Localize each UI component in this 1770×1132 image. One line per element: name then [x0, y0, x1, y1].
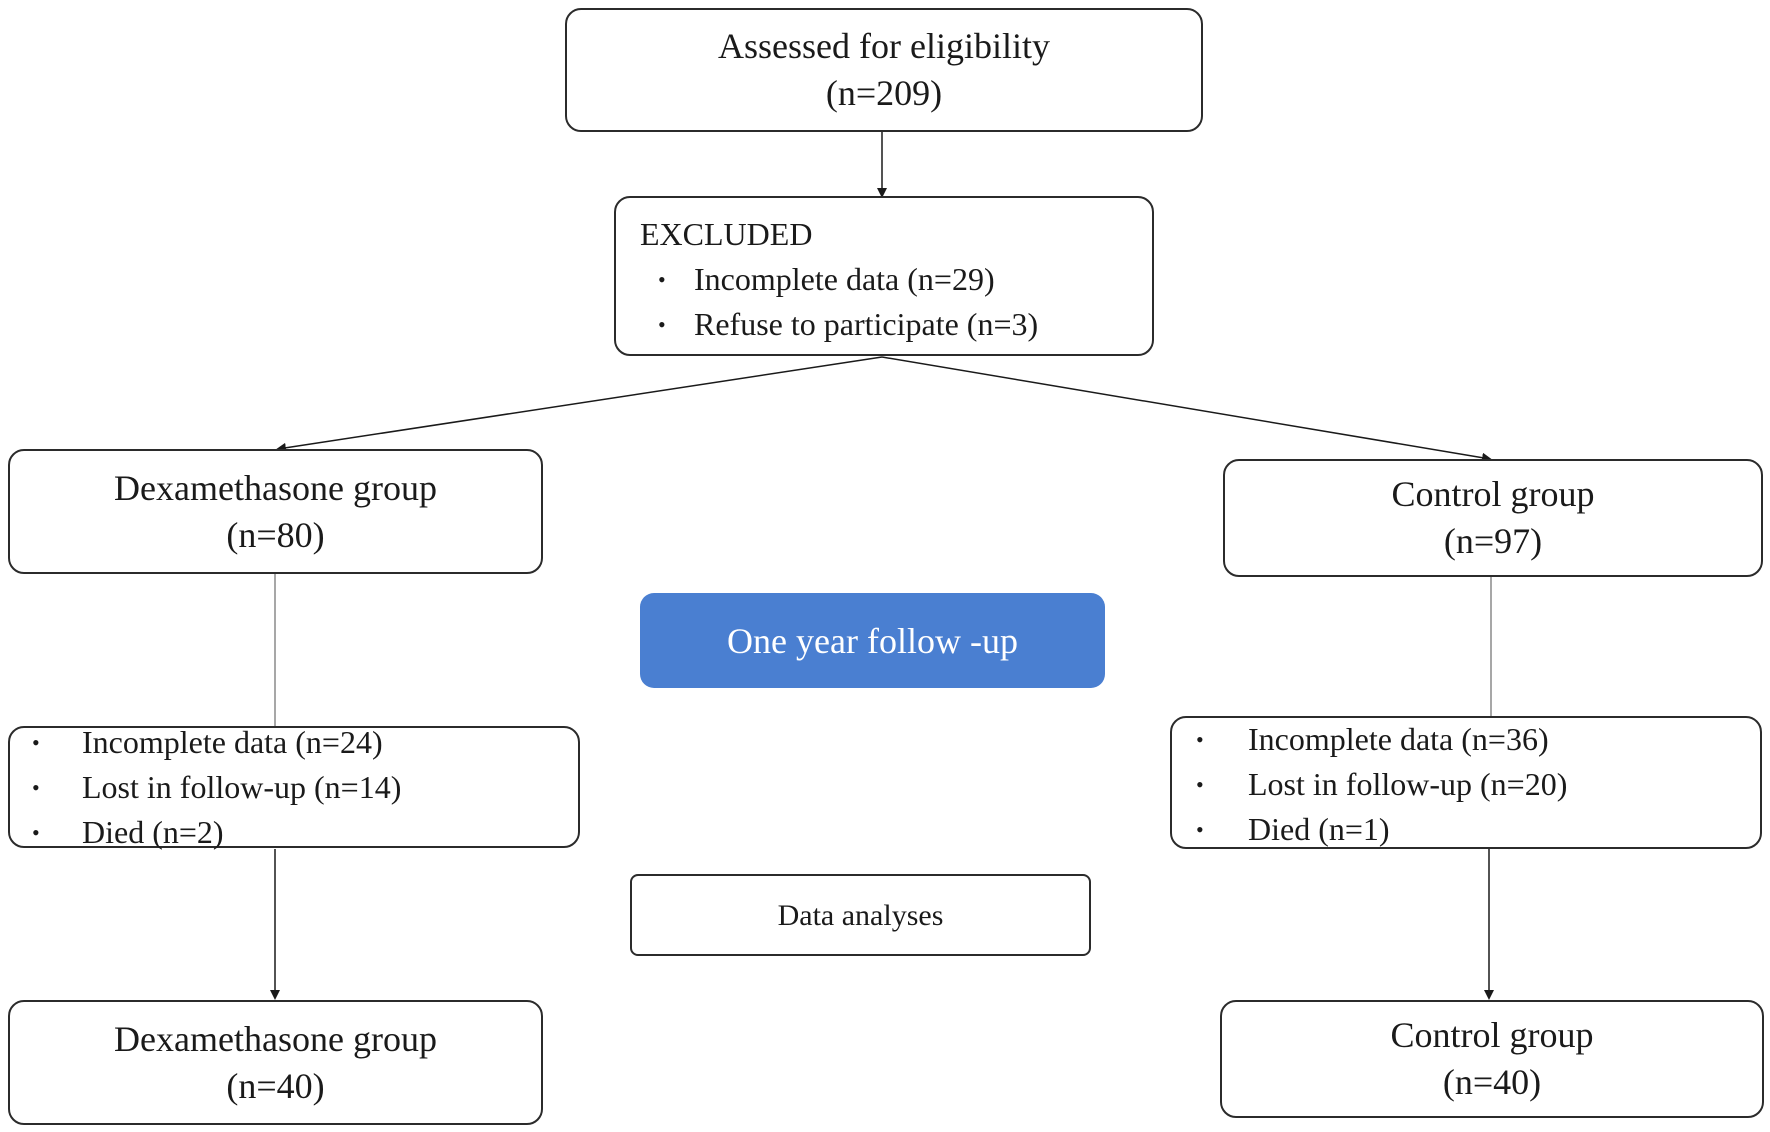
list-item: • Died (n=2): [10, 810, 401, 855]
data-analyses-box: Data analyses: [630, 874, 1091, 956]
dexamethasone-group-box: Dexamethasone group (n=80): [8, 449, 543, 574]
arrow-excluded-to-dexamethasone: [276, 356, 883, 453]
list-item: • Died (n=1): [1172, 807, 1567, 852]
bullet-icon: •: [32, 820, 40, 845]
assessed-count: (n=209): [825, 73, 943, 113]
control-final-box: Control group (n=40): [1220, 1000, 1764, 1118]
arrow-excluded-to-control: [881, 356, 1492, 463]
bullet-icon: •: [1196, 817, 1204, 842]
dexamethasone-losses-list: • Incomplete data (n=24) • Lost in follo…: [10, 720, 401, 855]
control-final-title: Control group: [1390, 1015, 1594, 1056]
control-group-title: Control group: [1391, 474, 1595, 515]
list-item: • Incomplete data (n=29): [640, 257, 1152, 302]
list-item-label: Incomplete data (n=36): [1248, 721, 1549, 757]
data-analyses-label: Data analyses: [777, 898, 944, 932]
follow-up-label: One year follow -up: [727, 620, 1018, 661]
dexamethasone-final-title: Dexamethasone group: [114, 1018, 437, 1059]
dexamethasone-losses-box: • Incomplete data (n=24) • Lost in follo…: [8, 724, 580, 850]
excluded-box: EXCLUDED • Incomplete data (n=29) • Refu…: [614, 196, 1154, 356]
list-item-label: Incomplete data (n=29): [694, 261, 995, 297]
bullet-icon: •: [32, 775, 40, 800]
list-item-label: Died (n=1): [1248, 811, 1390, 847]
list-item-label: Lost in follow-up (n=20): [1248, 766, 1568, 802]
excluded-list: • Incomplete data (n=29) • Refuse to par…: [640, 257, 1152, 347]
control-losses-list: • Incomplete data (n=36) • Lost in follo…: [1172, 717, 1567, 852]
bullet-icon: •: [1196, 727, 1204, 752]
bullet-icon: •: [658, 267, 666, 292]
bullet-icon: •: [658, 312, 666, 337]
follow-up-banner: One year follow -up: [640, 593, 1105, 688]
list-item: • Lost in follow-up (n=14): [10, 765, 401, 810]
assessed-box: Assessed for eligibility (n=209): [565, 8, 1203, 132]
list-item: • Incomplete data (n=24): [10, 720, 401, 765]
list-item-label: Lost in follow-up (n=14): [82, 769, 402, 805]
list-item-label: Incomplete data (n=24): [82, 724, 383, 760]
dexamethasone-final-count: (n=40): [226, 1065, 325, 1106]
dexamethasone-group-count: (n=80): [226, 514, 325, 555]
control-losses-box: • Incomplete data (n=36) • Lost in follo…: [1170, 716, 1762, 849]
list-item: • Refuse to participate (n=3): [640, 302, 1152, 347]
control-group-box: Control group (n=97): [1223, 459, 1763, 577]
list-item-label: Refuse to participate (n=3): [694, 306, 1039, 342]
dexamethasone-group-title: Dexamethasone group: [114, 467, 437, 508]
dexamethasone-final-box: Dexamethasone group (n=40): [8, 1000, 543, 1125]
list-item: • Incomplete data (n=36): [1172, 717, 1567, 762]
assessed-title: Assessed for eligibility: [718, 26, 1050, 67]
list-item-label: Died (n=2): [82, 814, 224, 850]
bullet-icon: •: [32, 730, 40, 755]
list-item: • Lost in follow-up (n=20): [1172, 762, 1567, 807]
excluded-title: EXCLUDED: [640, 216, 813, 252]
control-final-count: (n=40): [1442, 1062, 1542, 1102]
bullet-icon: •: [1196, 772, 1204, 797]
control-group-count: (n=97): [1443, 521, 1543, 561]
